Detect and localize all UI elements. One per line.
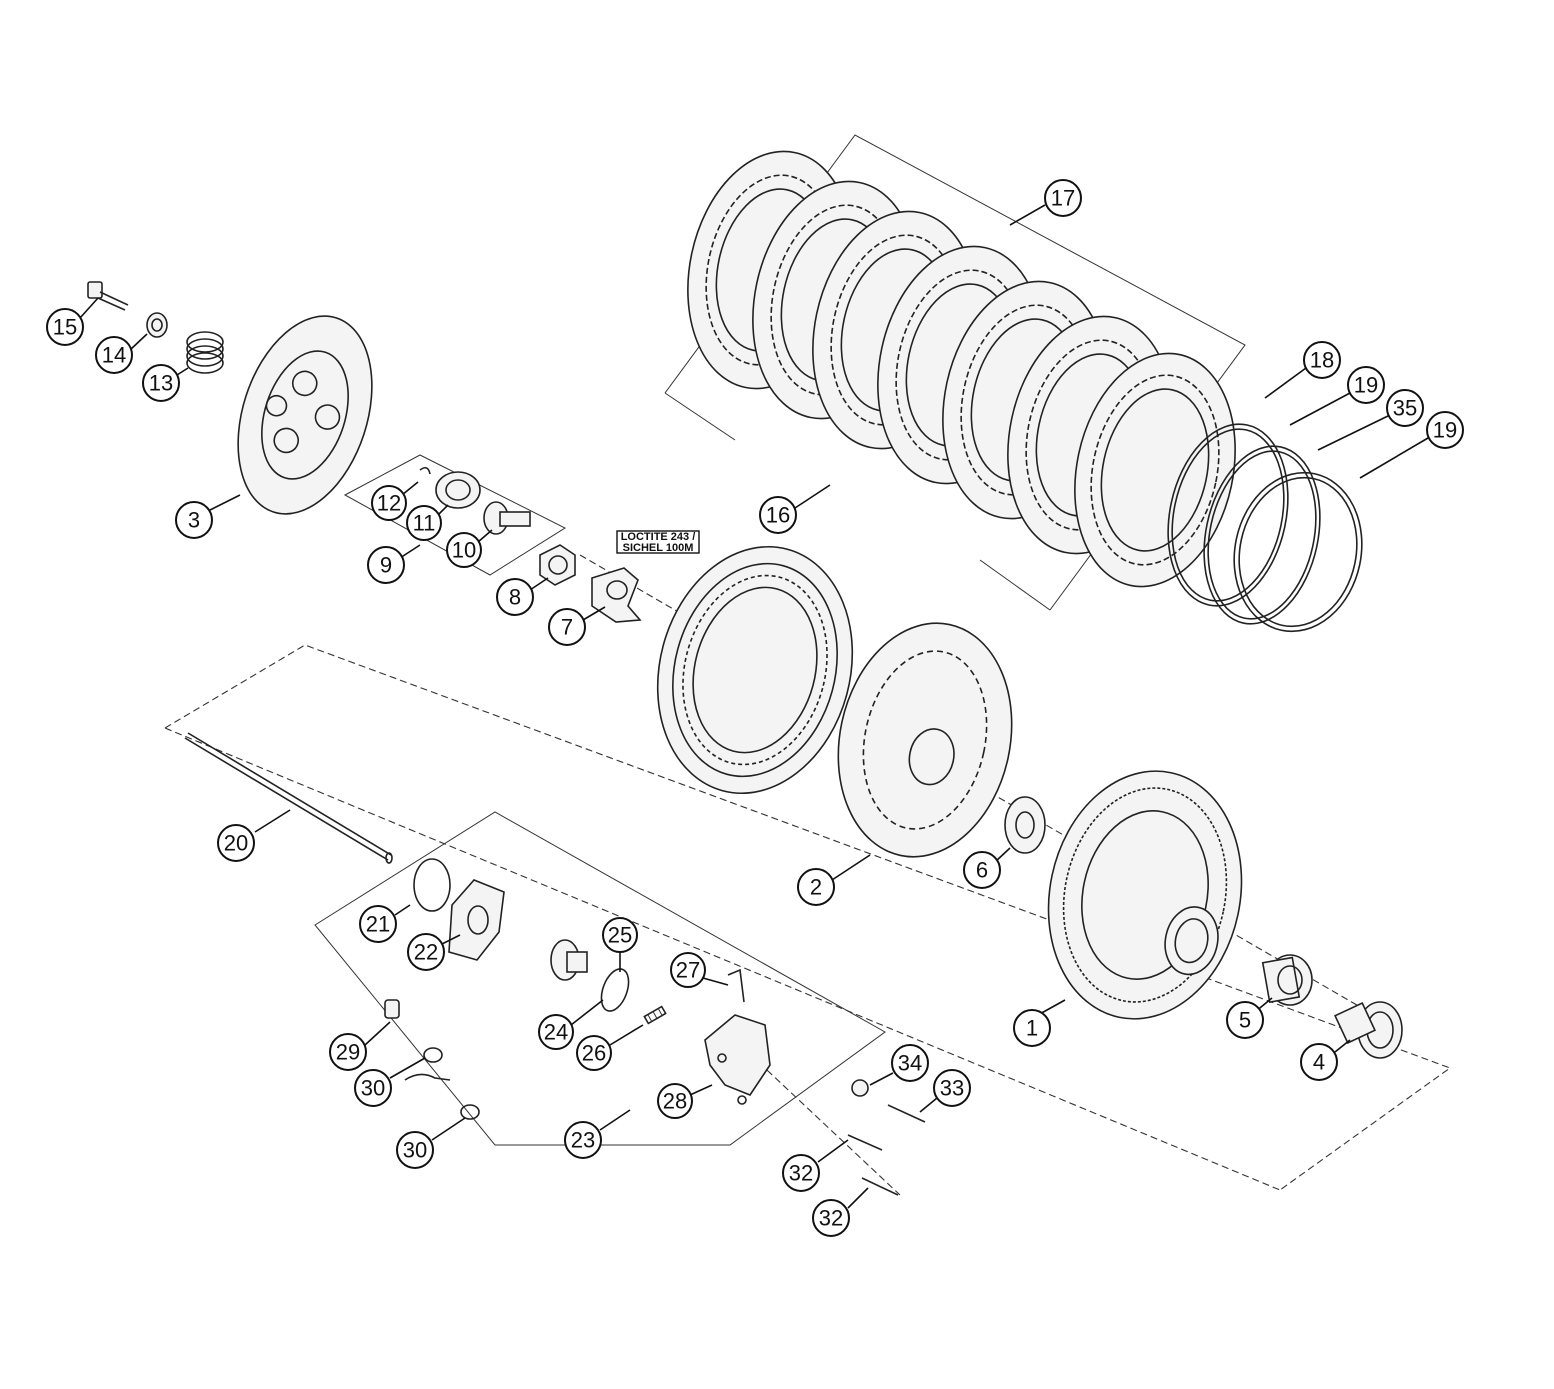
callout-label: 30 [361,1076,385,1101]
callout-label: 29 [336,1040,360,1065]
callout-label: 19 [1354,373,1378,398]
callout-23: 23 [564,1121,602,1159]
callout-29: 29 [329,1033,367,1071]
leader-lines [79,204,1429,1209]
callout-9: 9 [367,546,405,584]
callout-17: 17 [1044,179,1082,217]
callout-label: 20 [224,831,248,856]
callout-10: 10 [446,532,482,568]
callout-14: 14 [95,336,133,374]
callout-label: 23 [571,1128,595,1153]
callout-label: 1 [1026,1016,1038,1041]
callout-label: 21 [366,912,390,937]
callout-24: 24 [538,1014,574,1050]
callout-label: 13 [149,371,173,396]
callout-label: 32 [819,1206,843,1231]
callout-21: 21 [359,905,397,943]
callout-15: 15 [46,308,84,346]
callout-label: 18 [1310,348,1334,373]
callout-label: 3 [188,508,200,533]
callout-27: 27 [670,952,706,988]
callout-19-a: 19 [1347,366,1385,404]
push-rod [184,732,393,864]
callout-32-b: 32 [812,1199,850,1237]
callout-label: 27 [676,958,700,983]
loctite-note: LOCTITE 243 / SICHEL 100M [616,530,700,554]
callout-34: 34 [891,1044,929,1082]
callout-13: 13 [142,364,180,402]
callout-30-a: 30 [354,1069,392,1107]
callout-label: 25 [608,923,632,948]
callout-label: 32 [789,1161,813,1186]
callout-label: 33 [940,1076,964,1101]
callout-label: 5 [1239,1008,1251,1033]
callout-label: 22 [414,940,438,965]
callout-1: 1 [1013,1009,1051,1047]
outer-basket [1047,770,1243,1020]
callout-11: 11 [406,505,442,541]
thrust-washer [1004,796,1046,854]
callout-label: 14 [102,343,126,368]
callout-30-b: 30 [396,1131,434,1169]
callout-12: 12 [371,485,407,521]
callout-label: 9 [380,553,392,578]
callout-26: 26 [576,1035,612,1071]
callout-label: 12 [377,491,401,516]
callout-16: 16 [759,496,797,534]
callout-25: 25 [602,917,638,953]
callout-32-a: 32 [782,1154,820,1192]
callout-label: 4 [1313,1050,1325,1075]
bushing [1334,1001,1403,1059]
retaining-rings [1167,423,1363,633]
callout-label: 10 [452,538,476,563]
callout-label: 30 [403,1138,427,1163]
callout-18: 18 [1303,341,1341,379]
callout-33: 33 [933,1069,971,1107]
callout-5: 5 [1226,1001,1264,1039]
slave-cylinder-parts [384,858,926,1196]
callout-label: 28 [663,1089,687,1114]
pressure-plate [237,315,373,515]
callout-label: 35 [1393,396,1417,421]
callout-label: 2 [810,875,822,900]
callout-label: 6 [976,858,988,883]
callout-22: 22 [407,933,445,971]
callout-label: 17 [1051,186,1075,211]
callout-label: 19 [1433,418,1457,443]
callout-3: 3 [175,501,213,539]
callout-label: 8 [509,585,521,610]
note-line-1: LOCTITE 243 / [621,531,696,543]
callout-8: 8 [496,578,534,616]
inner-hub [837,622,1013,858]
callout-label: 7 [561,615,573,640]
callout-label: 11 [413,511,436,536]
callout-20: 20 [217,824,255,862]
callout-6: 6 [963,851,1001,889]
note-line-2: SICHEL 100M [623,542,694,554]
clutch-plates [687,150,1236,588]
bolt-spring-set [87,281,224,374]
needle-bearing [1261,954,1313,1006]
release-bearing-set [419,466,642,623]
callout-19-b: 19 [1426,411,1464,449]
callout-2: 2 [797,868,835,906]
callout-label: 26 [582,1041,606,1066]
callout-label: 34 [898,1051,922,1076]
callout-label: 24 [544,1020,568,1045]
callout-7: 7 [548,608,586,646]
callout-4: 4 [1300,1043,1338,1081]
callout-28: 28 [657,1083,693,1119]
plate-pack-basket [656,545,854,795]
callout-label: 15 [53,315,77,340]
callout-35: 35 [1386,389,1424,427]
callout-label: 16 [766,503,790,528]
